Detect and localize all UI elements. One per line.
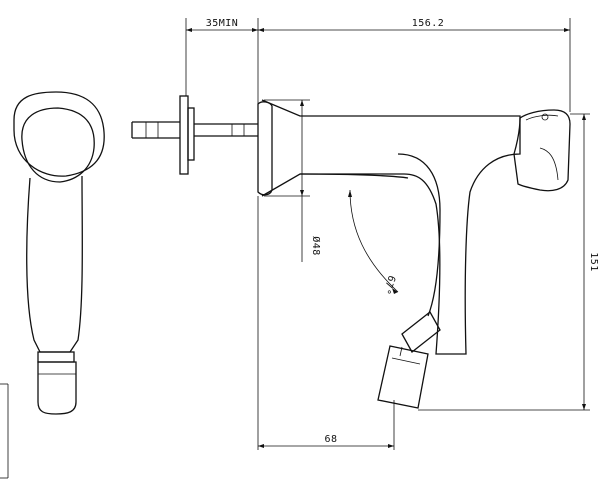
- spout-inner-curve: [397, 153, 441, 317]
- handle-screw: [541, 113, 549, 121]
- front-view-lever-head: [21, 107, 95, 183]
- dim-label-wall-min: 35MIN: [206, 18, 239, 29]
- dim-angle-arc: [349, 189, 399, 293]
- faucet-body: [261, 99, 521, 355]
- side-view: [131, 95, 571, 409]
- handle-lever: [513, 109, 571, 192]
- wall-flange: [179, 95, 189, 175]
- corner-bracket: [0, 383, 9, 479]
- front-view-rosette: [13, 91, 105, 177]
- dimension-lines: [185, 18, 590, 450]
- connection-pipe-rear: [194, 123, 258, 137]
- body-lower-line: [299, 173, 409, 179]
- front-view-lever-body: [26, 175, 83, 353]
- front-view-neck: [37, 351, 75, 363]
- body-backplate: [257, 101, 273, 196]
- wall-flange-nut: [187, 107, 195, 161]
- spout-outlet-neck: [401, 311, 441, 353]
- spout-aerator: [377, 345, 429, 409]
- dim-label-height: 151: [588, 252, 599, 272]
- dim-label-diameter: Ø48: [310, 236, 322, 256]
- front-view-nozzle: [37, 361, 77, 415]
- dim-label-length: 156.2: [412, 18, 445, 29]
- connection-pipe: [131, 121, 180, 139]
- front-view: [13, 91, 105, 415]
- dim-label-reach: 68: [324, 434, 337, 445]
